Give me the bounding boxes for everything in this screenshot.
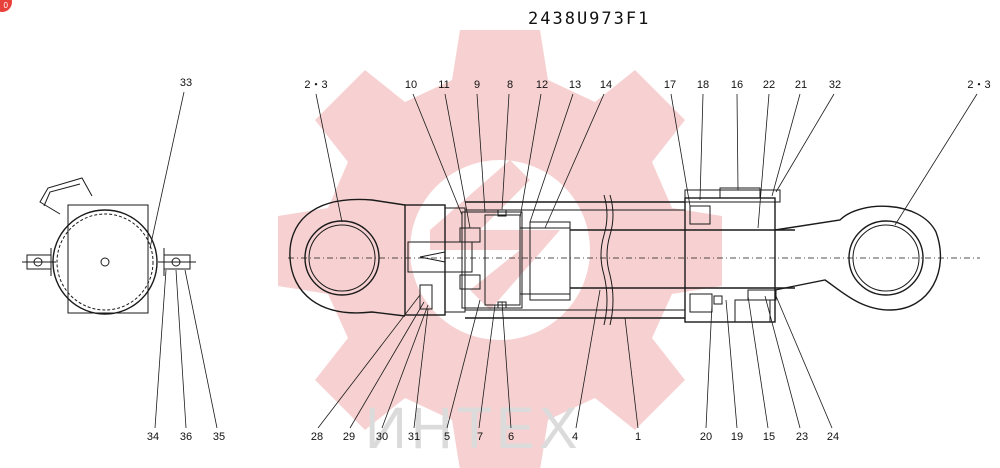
callout-11: 11 — [438, 79, 449, 91]
callout-1: 1 — [635, 431, 641, 443]
callout-35: 35 — [213, 431, 225, 443]
callout-labels: 33 2・3 10 11 9 8 12 13 14 17 18 16 22 21… — [147, 77, 991, 443]
corner-badge: 0 — [0, 0, 12, 12]
callout-12: 12 — [536, 79, 548, 91]
callout-2-3-left: 2・3 — [304, 79, 327, 91]
callout-4: 4 — [572, 431, 578, 443]
callout-30: 30 — [376, 431, 388, 443]
callout-23: 23 — [796, 431, 808, 443]
callout-19: 19 — [731, 431, 743, 443]
callout-28: 28 — [311, 431, 323, 443]
callout-20: 20 — [700, 431, 712, 443]
callout-24: 24 — [827, 431, 839, 443]
callout-8: 8 — [507, 79, 513, 91]
end-view — [22, 177, 196, 315]
watermark-gear-icon — [278, 30, 722, 468]
callout-6: 6 — [508, 431, 514, 443]
callout-7: 7 — [477, 431, 483, 443]
callout-21: 21 — [795, 79, 807, 91]
callout-18: 18 — [697, 79, 709, 91]
callout-16: 16 — [731, 79, 743, 91]
callout-34: 34 — [147, 431, 159, 443]
watermark-text: ИНТЕХ — [365, 396, 581, 461]
callout-5: 5 — [444, 431, 450, 443]
leader-lines — [149, 91, 978, 429]
callout-9: 9 — [474, 79, 480, 91]
part-number-title: 2438U973F1 — [528, 9, 650, 29]
callout-22: 22 — [763, 79, 775, 91]
callout-29: 29 — [343, 431, 355, 443]
callout-15: 15 — [763, 431, 775, 443]
callout-36: 36 — [180, 431, 192, 443]
callout-2-3-right: 2・3 — [967, 79, 990, 91]
callout-31: 31 — [408, 431, 420, 443]
cylinder-assembly — [288, 187, 980, 326]
callout-13: 13 — [569, 79, 581, 91]
watermark: ИНТЕХ — [278, 30, 722, 468]
callout-17: 17 — [664, 79, 676, 91]
callout-14: 14 — [600, 79, 612, 91]
callout-10: 10 — [405, 79, 417, 91]
callout-33: 33 — [180, 77, 192, 89]
callout-32: 32 — [829, 79, 841, 91]
